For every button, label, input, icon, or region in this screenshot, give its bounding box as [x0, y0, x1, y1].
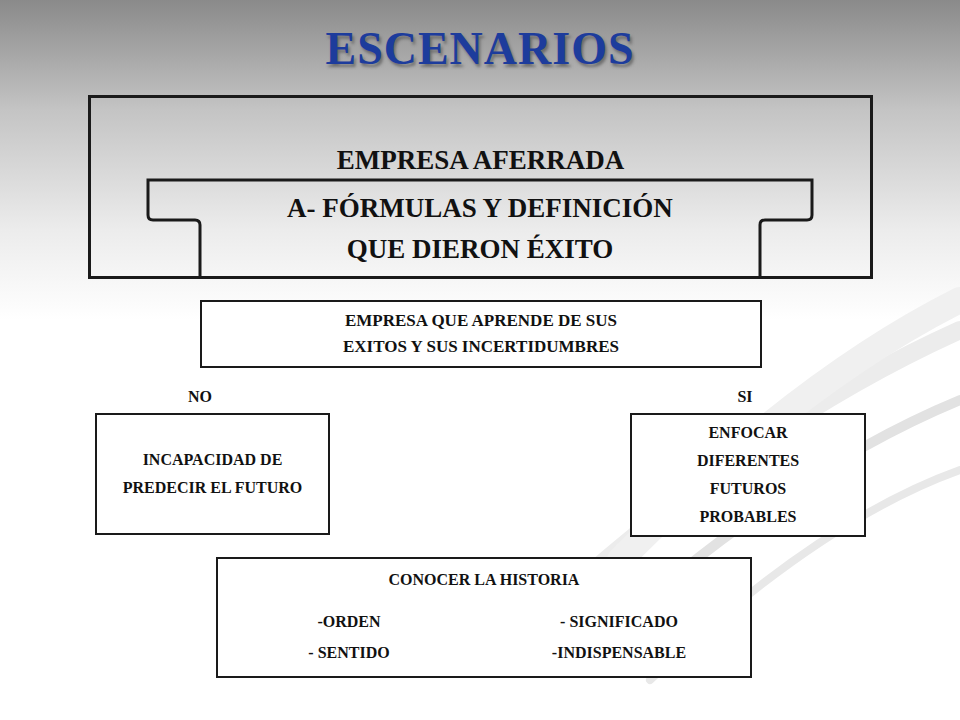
- box-text: EMPRESA QUE APRENDE DE SUS EXITOS Y SUS …: [216, 308, 746, 360]
- slide-title: ESCENARIOS: [0, 22, 960, 75]
- item-list: -ORDEN - SIGNIFICADO - SENTIDO -INDISPENSAB…: [228, 606, 740, 668]
- branch-label: NO: [170, 387, 230, 407]
- process-box: EMPRESA AFERRADAA- FÓRMULAS Y DEFINICIÓN…: [88, 95, 873, 279]
- box-text: INCAPACIDAD DE PREDECIR EL FUTURO: [120, 446, 305, 502]
- inner-box: A- FÓRMULAS Y DEFINICIÓN QUE DIERON ÉXIT…: [148, 180, 812, 276]
- box-text: CONOCER LA HISTORIA: [228, 568, 740, 592]
- list-item: -ORDEN: [234, 606, 464, 637]
- process-box: EMPRESA QUE APRENDE DE SUS EXITOS Y SUS …: [200, 300, 762, 368]
- outline-path: [148, 180, 812, 276]
- list-item: - SENTIDO: [234, 637, 464, 668]
- box-text: EMPRESA AFERRADA: [91, 98, 870, 176]
- process-box: ENFOCAR DIFERENTES FUTUROS PROBABLES: [630, 413, 866, 537]
- list-item: - SIGNIFICADO: [504, 606, 734, 637]
- branch-label: SI: [715, 387, 775, 407]
- process-box: CONOCER LA HISTORIA -ORDEN - SIGNIFICADO - …: [216, 557, 752, 678]
- box-text: A- FÓRMULAS Y DEFINICIÓN QUE DIERON ÉXIT…: [148, 180, 812, 270]
- list-item: -INDISPENSABLE: [504, 637, 734, 668]
- box-text: ENFOCAR DIFERENTES FUTUROS PROBABLES: [686, 419, 811, 531]
- process-box: INCAPACIDAD DE PREDECIR EL FUTURO: [95, 413, 330, 535]
